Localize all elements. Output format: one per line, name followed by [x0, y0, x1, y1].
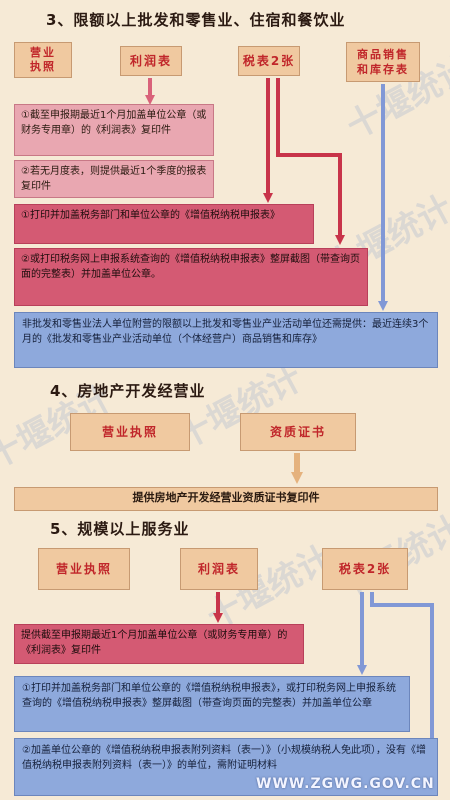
doc-label: 税表2张	[242, 54, 296, 68]
tax-requirement-5-2: ②加盖单位公章的《增值税纳税申报表附列资料（表一）》（小规模纳税人免此项），没有…	[14, 738, 438, 796]
doc-label: 营业执照	[55, 562, 112, 576]
doc-tax-forms: 税表2张	[238, 46, 300, 76]
section3-title: 3、限额以上批发和零售业、住宿和餐饮业	[46, 11, 346, 29]
arrow-tax-to-red2	[276, 78, 345, 245]
doc-qualification-cert: 资质证书	[240, 413, 356, 451]
doc-label: 利润表	[129, 54, 172, 68]
tax-requirement-2: ②或打印税务网上申报系统查询的《增值税纳税申报表》整屏截图（带查询页面的完整表）…	[14, 248, 368, 306]
doc-label: 利润表	[197, 562, 240, 576]
doc-sales-stock: 商品销售 和库存表	[346, 42, 420, 82]
section5-title: 5、规模以上服务业	[50, 520, 190, 538]
doc-label: 资质证书	[269, 425, 326, 439]
doc-label: 税表2张	[338, 562, 392, 576]
arrow-tax5-to-blue2	[370, 592, 437, 757]
section4-title: 4、房地产开发经营业	[50, 382, 206, 400]
tax-requirement-5-1: ①打印并加盖税务部门和单位公章的《增值税纳税申报表》，或打印税务网上申报系统查询…	[14, 676, 410, 732]
profit-requirement-5: 提供截至申报期最近1个月加盖单位公章（或财务专用章）的《利润表》复印件	[14, 624, 304, 664]
doc-label: 营业执照	[101, 425, 158, 439]
doc-profit-statement: 利润表	[120, 46, 182, 76]
profit-requirement-2: ②若无月度表，则提供最近1个季度的报表复印件	[14, 160, 214, 198]
doc-business-license-5: 营业执照	[38, 548, 130, 590]
profit-requirement-1: ①截至申报期最近1个月加盖单位公章（或财务专用章）的《利润表》复印件	[14, 104, 214, 156]
doc-business-license-4: 营业执照	[70, 413, 190, 451]
doc-label: 营业 执照	[30, 46, 56, 73]
tax-requirement-1: ①打印并加盖税务部门和单位公章的《增值税纳税申报表》	[14, 204, 314, 244]
doc-business-license: 营业 执照	[14, 42, 72, 78]
realestate-requirement: 提供房地产开发经营业资质证书复印件	[14, 487, 438, 511]
doc-profit-statement-5: 利润表	[180, 548, 258, 590]
footer-site-url: WWW.ZGWG.GOV.CN	[256, 776, 435, 792]
sales-stock-requirement: 非批发和零售业法人单位附营的限额以上批发和零售业产业活动单位还需提供：最近连续3…	[14, 312, 438, 368]
doc-label: 商品销售 和库存表	[357, 48, 409, 76]
doc-tax-forms-5: 税表2张	[322, 548, 408, 590]
